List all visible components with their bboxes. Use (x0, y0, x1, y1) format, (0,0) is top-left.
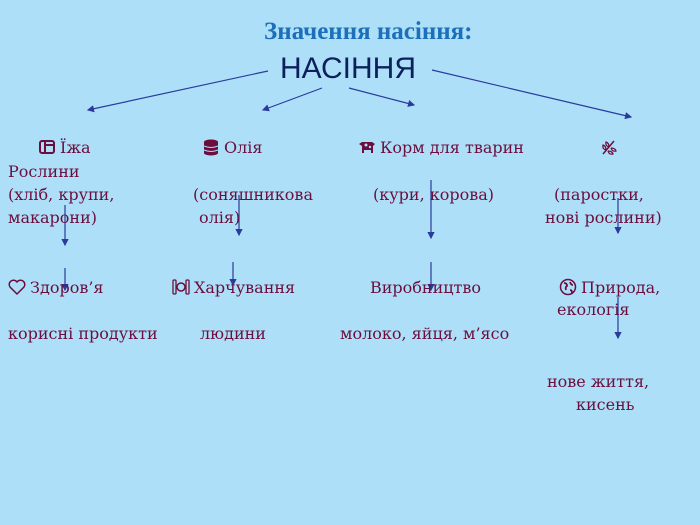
plate-icon (172, 279, 190, 295)
result-health-label: Здоров’я (30, 278, 104, 297)
use-food: Їжа (38, 138, 91, 157)
database-icon (203, 139, 219, 156)
result-nature-detail-1: нове життя, (547, 372, 650, 391)
use-sprouts (600, 138, 622, 157)
result-nature: Природа, (559, 278, 660, 297)
use-food-label: Їжа (60, 138, 91, 157)
root-node: НАСІННЯ (280, 52, 417, 85)
use-feed-detail-1: (кури, корова) (373, 185, 495, 204)
page-title: Значення насіння: (264, 18, 473, 45)
use-food-detail-1: (хліб, крупи, (8, 185, 115, 204)
result-nature-detail-2: кисень (576, 395, 635, 414)
use-food-detail-2: макарони) (8, 208, 97, 227)
use-oil-detail-2: олія) (199, 208, 241, 227)
wheat-icon (602, 140, 617, 155)
globe-icon (559, 278, 577, 296)
cow-icon (359, 142, 375, 153)
heart-icon (8, 279, 26, 296)
result-production-detail: молоко, яйця, м’ясо (340, 324, 510, 343)
use-oil: Олія (202, 138, 263, 157)
use-sprouts-detail-1: (паростки, (554, 185, 644, 204)
result-nature-label-2: екологія (557, 300, 630, 319)
result-health: Здоров’я (8, 278, 104, 297)
result-nutrition-label: Харчування (194, 278, 296, 297)
use-food-extra: Рослини (8, 162, 80, 181)
use-oil-label: Олія (224, 138, 263, 157)
result-nutrition: Харчування (172, 278, 295, 297)
result-nature-label: Природа, (581, 278, 661, 297)
use-oil-detail-1: (соняшникова (193, 185, 313, 204)
result-health-detail: корисні продукти (8, 324, 158, 343)
use-feed-label: Корм для тварин (380, 138, 524, 157)
window-icon (39, 140, 55, 154)
result-nutrition-detail: людини (200, 324, 266, 343)
use-sprouts-detail-2: нові рослини) (545, 208, 662, 227)
result-production-label: Виробництво (370, 278, 482, 297)
use-feed: Корм для тварин (358, 138, 524, 157)
